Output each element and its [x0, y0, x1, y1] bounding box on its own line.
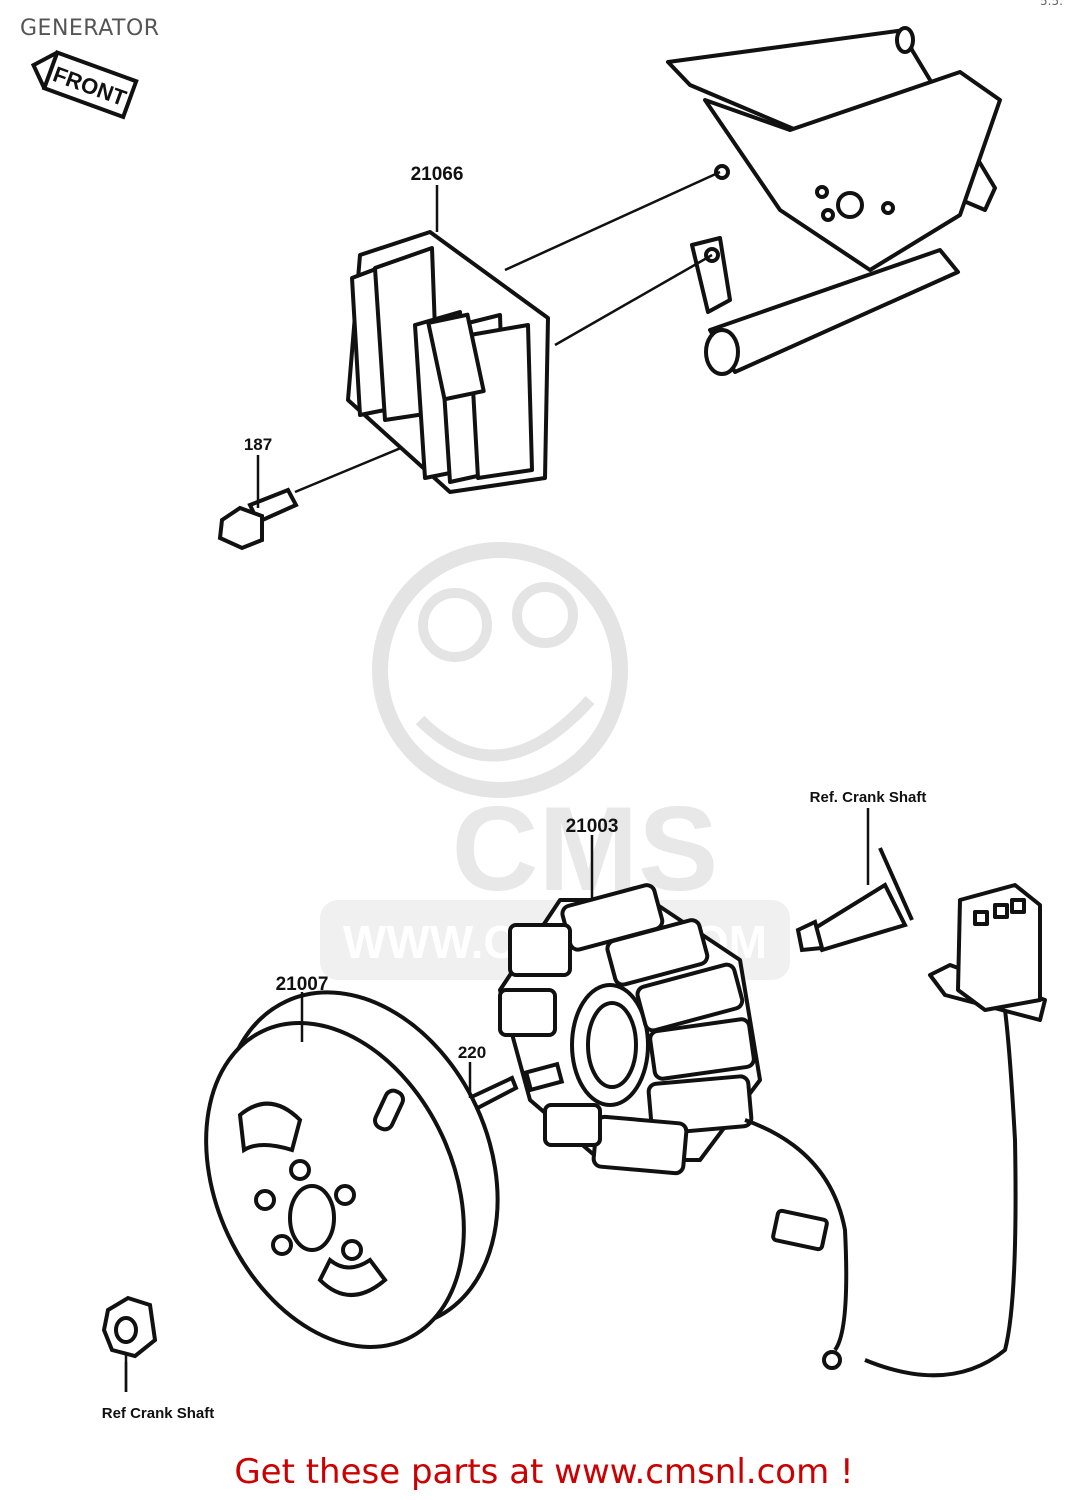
leader-lines	[124, 185, 870, 1392]
watermark-mascot-head	[372, 542, 628, 798]
crank-taper	[809, 882, 908, 953]
part-label-stator: 21003	[566, 816, 619, 837]
frame-mount-upper	[714, 164, 730, 180]
stator-bore-inner	[586, 1001, 638, 1089]
stator-grommet	[771, 1208, 829, 1252]
stator-assembly	[498, 883, 849, 1370]
rotor-timing-slot	[373, 1088, 405, 1132]
watermark-mascot-goggle	[418, 588, 492, 662]
rotor-window-bottom	[317, 1256, 388, 1297]
frame-hole-small	[815, 185, 829, 199]
crank-thread	[795, 919, 825, 953]
rotor-window-top	[237, 1101, 303, 1154]
guide-line-regulator-lower	[554, 253, 713, 347]
rotor-bolt-hole-4	[341, 1239, 363, 1261]
rotor-bolt-hole-1	[289, 1159, 311, 1181]
front-marker-arrow-icon	[30, 50, 59, 90]
watermark-mascot-goggle-right	[512, 582, 578, 648]
rotor-bolt-hole-3	[271, 1234, 293, 1256]
connector-pin-1	[973, 910, 989, 926]
regulator-block	[426, 312, 486, 402]
rotor-hub	[288, 1184, 336, 1252]
frame-lower-tube	[708, 248, 960, 374]
stator-lead-terminal	[822, 1350, 842, 1370]
corner-text-fragment: 5.5.	[1040, 0, 1063, 8]
crank-shaft-end	[795, 847, 914, 953]
part-label-screw: 220	[458, 1043, 486, 1062]
stator-harness-lead	[744, 1118, 849, 1352]
connector-wire	[864, 1009, 1018, 1378]
front-marker-box	[41, 49, 139, 120]
regulator-fin-5	[468, 323, 534, 480]
part-label-regulator: 21066	[411, 164, 464, 185]
frame-hole-small-3	[881, 201, 895, 215]
rotor-bolt-hole-5	[334, 1184, 356, 1206]
stator-clamp	[523, 1061, 565, 1093]
regulator-rectifier	[346, 230, 550, 494]
ref-label-crank-shaft-top: Ref. Crank Shaft	[810, 789, 927, 806]
watermark-mascot-face	[415, 695, 595, 762]
part-label-bolt: 187	[244, 435, 272, 454]
frame-bracket	[690, 236, 732, 314]
frame-tube-end	[895, 26, 915, 54]
part-label-rotor: 21007	[276, 974, 329, 995]
rotor-flywheel	[204, 990, 500, 1349]
frame-section	[666, 26, 1002, 376]
nut-bore	[114, 1316, 138, 1344]
regulator-bolt	[217, 487, 299, 551]
rotor-nut	[101, 1295, 158, 1359]
stator-pole-top	[508, 923, 572, 977]
stator-coil-2	[605, 918, 710, 987]
frame-hole-small-2	[821, 208, 835, 222]
frame-hole	[836, 191, 864, 219]
stator-coil-3	[635, 962, 745, 1033]
bolt-head	[217, 505, 264, 551]
stator-coil-6	[591, 1114, 689, 1176]
stator-pole-left-1	[498, 988, 557, 1037]
stator-coil-4	[648, 1017, 756, 1081]
guide-line-regulator-upper	[504, 170, 721, 272]
footer-cta-link[interactable]: Get these parts at www.cmsnl.com !	[234, 1452, 854, 1492]
rotor-bolt-hole-2	[254, 1189, 276, 1211]
watermark-brand: CMS	[452, 782, 719, 916]
frame-plate	[703, 70, 1002, 272]
page-title: GENERATOR	[20, 16, 160, 41]
connector-pin-2	[993, 903, 1009, 919]
connector-pin-3	[1010, 898, 1026, 914]
stator-coil-5	[646, 1074, 754, 1136]
stator-pole-left-2	[543, 1103, 602, 1147]
crank-key-line	[878, 847, 914, 921]
ref-label-crank-shaft-bottom: Ref Crank Shaft	[102, 1405, 215, 1422]
front-direction-marker: FRONT	[30, 49, 139, 120]
wiring-connector	[864, 883, 1047, 1378]
frame-lower-tube-end	[704, 328, 740, 376]
